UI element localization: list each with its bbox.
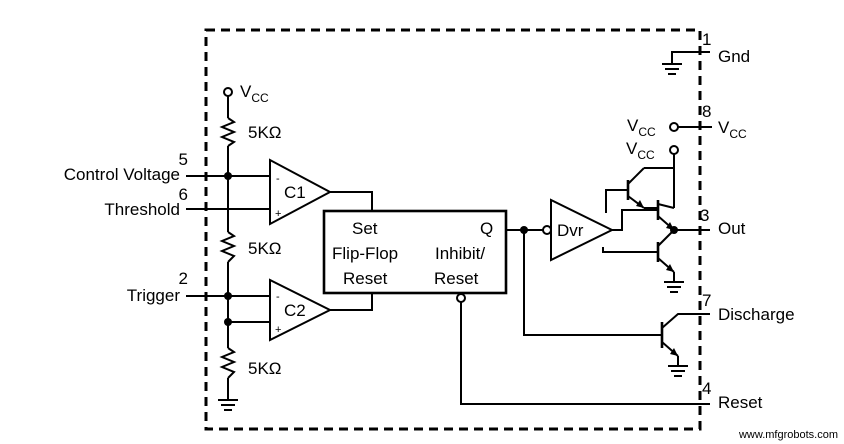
svg-text:1: 1: [702, 30, 711, 49]
comparator-c2-label: C2: [284, 301, 306, 320]
resistor-ladder: VCC 5KΩ 5KΩ 5KΩ: [218, 82, 282, 411]
pin-discharge: 7 Discharge: [702, 291, 795, 324]
pin-gnd-label: Gnd: [718, 47, 750, 66]
watermark-text: www.mfgrobots.com: [738, 429, 838, 441]
svg-text:-: -: [276, 173, 280, 185]
pin-reset: 4 Reset: [460, 302, 763, 412]
vcc-supply-label: VCC: [240, 82, 269, 105]
svg-text:7: 7: [702, 291, 711, 310]
svg-text:-: -: [276, 291, 280, 303]
driver-buffer: Dvr: [550, 198, 615, 262]
resistor-top: [219, 117, 237, 147]
vcc-output-label: VCC: [626, 139, 655, 162]
vcc-supply-terminal: [223, 87, 233, 97]
pin-discharge-label: Discharge: [718, 305, 795, 324]
ground-symbol-output: [664, 281, 684, 293]
flip-flop: Set Flip-Flop Reset Q Inhibit/ Reset: [322, 209, 508, 303]
pin-threshold-label: Threshold: [104, 200, 180, 219]
flipflop-q-label: Q: [480, 219, 493, 238]
flipflop-set-label: Set: [352, 219, 378, 238]
comparator-c1-label: C1: [284, 183, 306, 202]
pin-threshold: 6 Threshold: [104, 185, 270, 219]
pin-trigger-label: Trigger: [127, 286, 181, 305]
pin-gnd: 1 Gnd: [662, 30, 750, 75]
svg-text:+: +: [275, 324, 281, 336]
pin-out: 3 Out: [674, 206, 746, 238]
pin-reset-label: Reset: [718, 393, 763, 412]
vcc-output-terminal: [669, 145, 679, 155]
output-stage: VCC: [626, 139, 684, 293]
ground-symbol-ladder: [218, 399, 238, 411]
discharge-transistor: [660, 313, 710, 377]
pin-out-label: Out: [718, 219, 746, 238]
pin-vcc-label: VCC: [718, 118, 747, 141]
comparator-c2: - + C2: [269, 278, 333, 342]
svg-text:2: 2: [179, 269, 188, 288]
flipflop-name-label: Flip-Flop: [332, 244, 398, 263]
flipflop-inhibit-reset-label: Reset: [434, 269, 479, 288]
ground-symbol-discharge: [668, 365, 688, 377]
svg-text:6: 6: [179, 185, 188, 204]
resistor-middle-label: 5KΩ: [248, 239, 282, 258]
flipflop-inhibit-bubble: [456, 293, 466, 303]
resistor-bottom: [219, 347, 237, 379]
resistor-top-label: 5KΩ: [248, 123, 282, 142]
pin-vcc: VCC 8 VCC: [627, 102, 747, 141]
flipflop-reset-label: Reset: [343, 269, 388, 288]
pin-control-label: Control Voltage: [64, 165, 180, 184]
resistor-middle: [219, 231, 237, 263]
svg-text:+: +: [275, 208, 281, 220]
driver-label: Dvr: [557, 221, 584, 240]
svg-text:5: 5: [179, 150, 188, 169]
svg-text:3: 3: [700, 206, 709, 225]
flipflop-inhibit-label: Inhibit/: [435, 244, 485, 263]
pin-trigger: 2 Trigger: [127, 269, 270, 305]
svg-text:8: 8: [702, 102, 711, 121]
svg-text:VCC: VCC: [627, 116, 656, 139]
driver-input-bubble: [542, 225, 552, 235]
comparator-c1: - + C1: [269, 158, 333, 226]
pin-control-voltage: 5 Control Voltage: [64, 150, 270, 184]
svg-text:4: 4: [702, 379, 711, 398]
resistor-bottom-label: 5KΩ: [248, 359, 282, 378]
